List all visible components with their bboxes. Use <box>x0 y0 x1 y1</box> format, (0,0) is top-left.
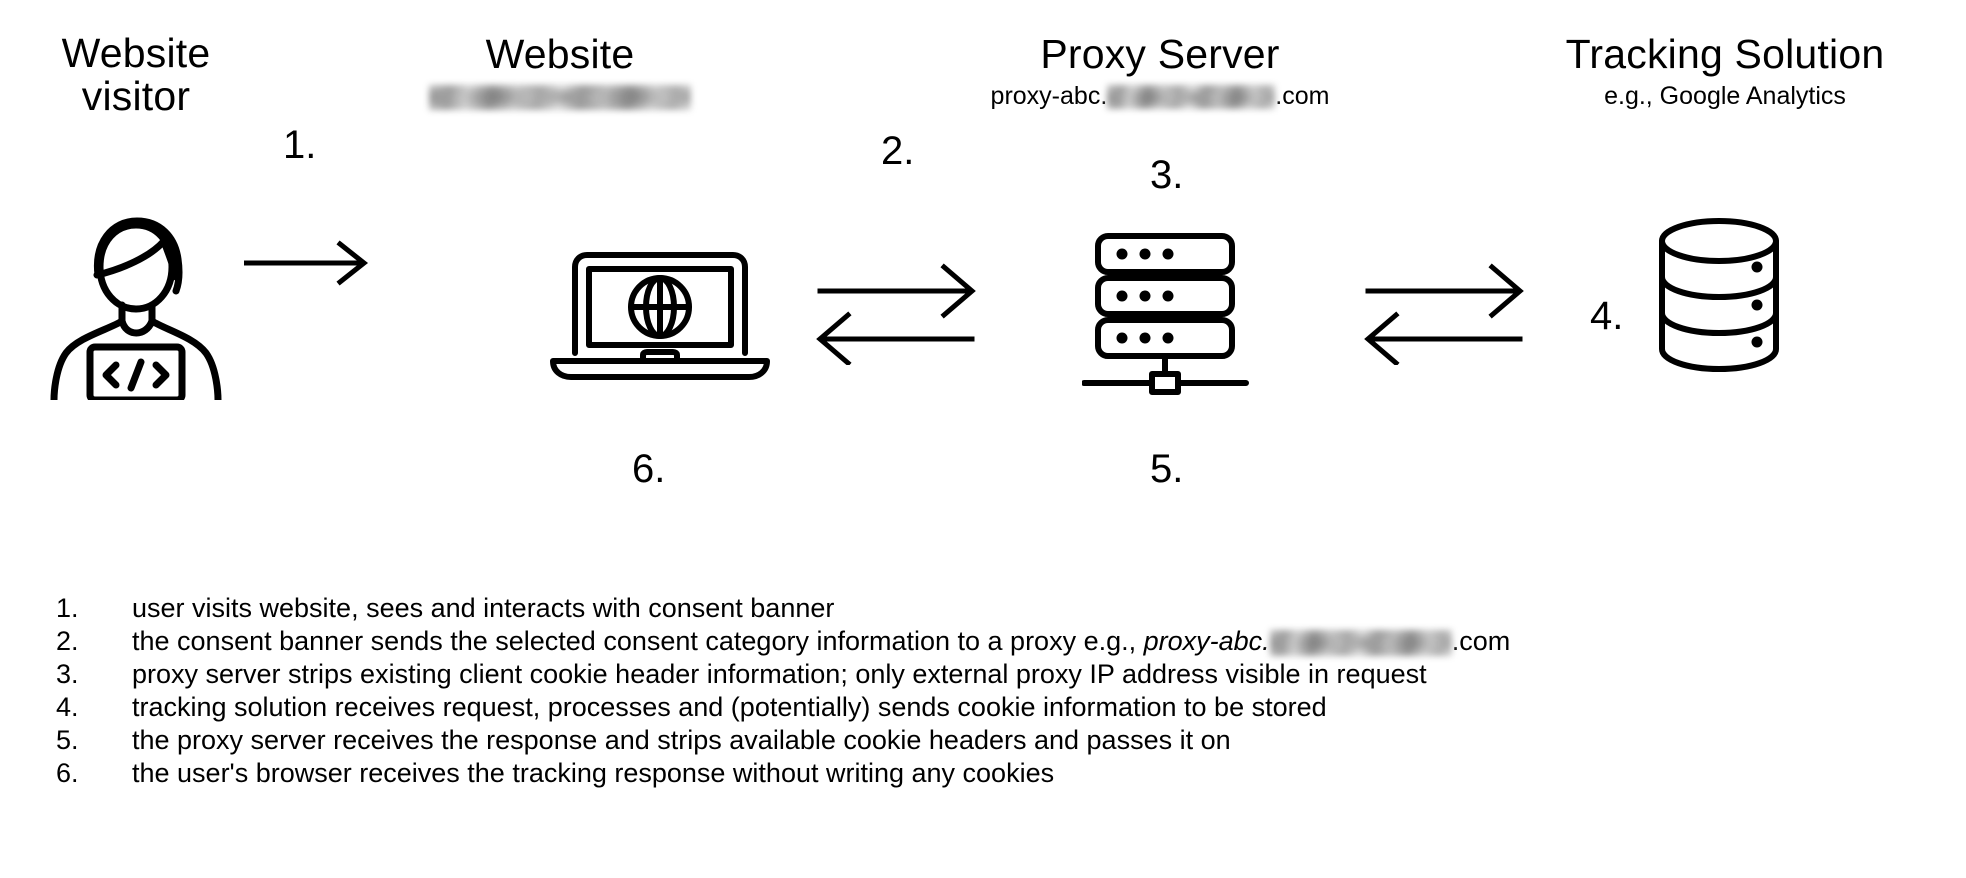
server-rack-icon <box>1082 228 1262 398</box>
legend-index-1: 1. <box>56 593 79 623</box>
redacted-website-domain <box>429 84 691 110</box>
person-with-laptop-icon <box>42 205 227 400</box>
legend-item-6: 6. the user's browser receives the track… <box>56 757 1510 790</box>
column-title-line1: Website <box>485 31 635 77</box>
arrow-visitor-to-website <box>244 233 374 293</box>
legend-text-3: proxy server strips existing client cook… <box>132 659 1427 689</box>
arrow-website-to-proxy <box>800 255 980 365</box>
step-number-4: 4. <box>1590 294 1624 338</box>
legend-index-2: 2. <box>56 626 79 656</box>
step-number-2: 2. <box>881 129 915 173</box>
column-title-website: Website <box>400 32 720 76</box>
step-number-5: 5. <box>1150 447 1184 491</box>
legend-text-2-emphasis: proxy-abc. <box>1143 626 1270 656</box>
legend-text-5: the proxy server receives the response a… <box>132 725 1231 755</box>
column-title-tracking-solution: Tracking Solution <box>1490 32 1960 76</box>
column-title-proxy-server: Proxy Server <box>960 32 1360 76</box>
legend-list: 1. user visits website, sees and interac… <box>56 592 1510 790</box>
legend-index-6: 6. <box>56 758 79 788</box>
column-title-line2: visitor <box>81 73 191 120</box>
legend-text-1: user visits website, sees and interacts … <box>132 593 835 623</box>
legend-text-4: tracking solution receives request, proc… <box>132 692 1327 722</box>
legend-item-2: 2. the consent banner sends the selected… <box>56 625 1510 658</box>
column-subtitle-proxy-server: proxy-abc. .com <box>960 82 1360 111</box>
legend-text-6: the user's browser receives the tracking… <box>132 758 1055 788</box>
column-title-line1: Website <box>61 30 211 76</box>
proxy-subtitle-prefix: proxy-abc. <box>990 82 1108 110</box>
laptop-globe-icon <box>545 245 775 385</box>
legend-item-1: 1. user visits website, sees and interac… <box>56 592 1510 625</box>
column-title-website-visitor: Website visitor <box>0 30 272 120</box>
legend-index-3: 3. <box>56 659 79 689</box>
column-subtitle-website <box>400 83 720 111</box>
legend-text-2: the consent banner sends the selected co… <box>132 625 1510 658</box>
step-number-6: 6. <box>632 447 666 491</box>
proxy-subtitle-suffix: .com <box>1275 82 1330 110</box>
redacted-proxy-domain <box>1107 85 1276 110</box>
legend-text-2-before: the consent banner sends the selected co… <box>132 626 1144 656</box>
column-title-line1: Proxy Server <box>1040 31 1280 77</box>
database-cylinder-icon <box>1656 215 1806 380</box>
redacted-legend-domain <box>1269 629 1452 656</box>
arrow-proxy-to-tracking <box>1348 255 1528 365</box>
legend-item-3: 3. proxy server strips existing client c… <box>56 658 1510 691</box>
legend-index-5: 5. <box>56 725 79 755</box>
column-subtitle-tracking-solution: e.g., Google Analytics <box>1604 82 1846 110</box>
column-title-line1: Tracking Solution <box>1565 31 1885 77</box>
legend-index-4: 4. <box>56 692 79 722</box>
legend-item-5: 5. the proxy server receives the respons… <box>56 724 1510 757</box>
step-number-1: 1. <box>283 123 317 167</box>
legend-text-2-after: .com <box>1451 626 1511 656</box>
legend-item-4: 4. tracking solution receives request, p… <box>56 691 1510 724</box>
step-number-3: 3. <box>1150 153 1184 197</box>
